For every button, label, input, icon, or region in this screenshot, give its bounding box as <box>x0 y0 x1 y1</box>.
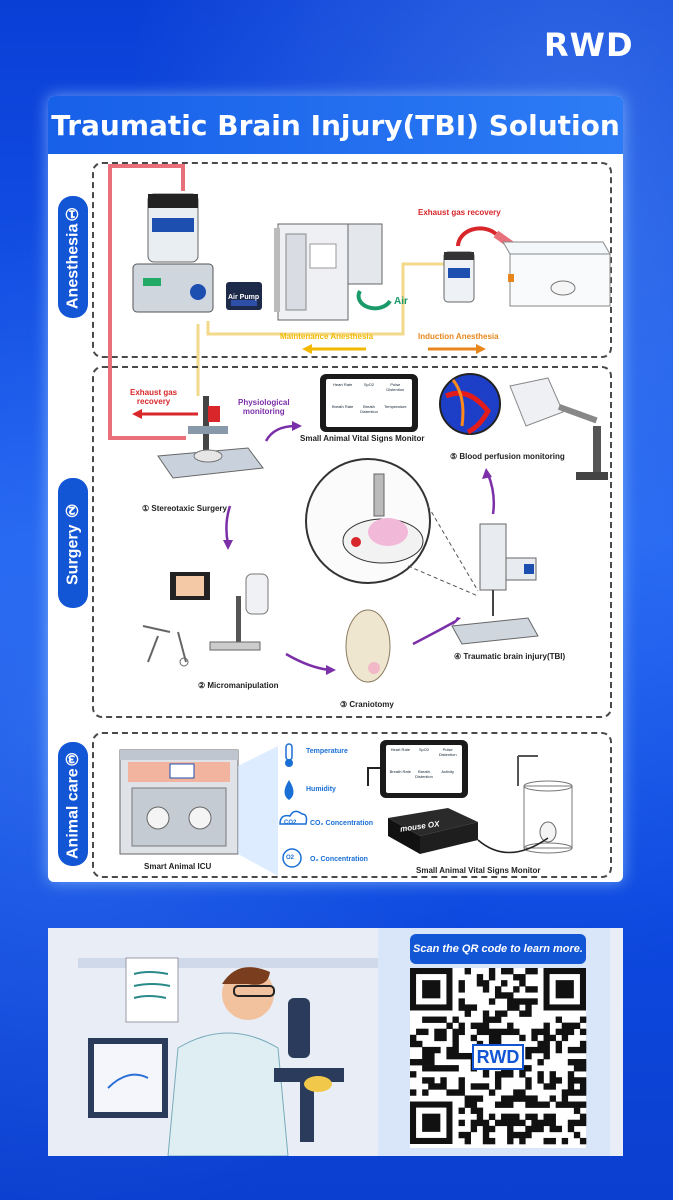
qr-rwd-logo: RWD <box>472 1044 524 1070</box>
solution-card: Traumatic Brain Injury(TBI) Solution Ane… <box>48 96 623 882</box>
exhaust-tube <box>108 164 186 440</box>
rwd-logo: RWD <box>544 26 634 64</box>
micromanipulation-label: ② Micromanipulation <box>198 681 279 690</box>
vaporizer-canister-icon <box>132 193 214 313</box>
physio-line2: monitoring <box>242 407 285 416</box>
monitor-tile: Pulse Distention <box>386 382 405 392</box>
induction-chamber-icon <box>502 241 611 307</box>
o2-icon-text: O2 <box>286 855 295 861</box>
monitor-tiles-care: Heart Rate SpO2 Pulse Distention Breath … <box>389 747 459 789</box>
qr-code-pattern <box>410 968 587 1145</box>
monitor-tile: Activity <box>441 768 454 774</box>
anesthesia-diagram <box>108 164 611 440</box>
icu-label: Smart Animal ICU <box>144 862 212 871</box>
qr-code[interactable]: RWD <box>410 968 587 1148</box>
monitor-tile: Breath Distention <box>415 768 433 779</box>
blood-perfusion-image <box>439 373 501 435</box>
exhaust-gas-label-top: Exhaust gas recovery <box>418 208 501 217</box>
physiological-monitoring-label: Physiological monitoring <box>238 398 290 416</box>
monitor-tile: Heart Rate <box>332 382 353 387</box>
co2-icon <box>279 810 308 825</box>
craniotomy-label: ③ Craniotomy <box>340 700 394 709</box>
anesthesia-machine-icon <box>274 223 383 321</box>
mouse-ox-device-icon <box>388 808 478 854</box>
monitor-title-surgery: Small Animal Vital Signs Monitor <box>300 434 425 443</box>
animal-icu-icon <box>119 749 239 855</box>
monitor-title-care: Small Animal Vital Signs Monitor <box>416 866 541 875</box>
vital-signs-tablet-icon <box>367 740 468 798</box>
perfusion-device-icon <box>509 377 608 480</box>
exhaust-gas-label-surgery: Exhaust gas recovery <box>130 388 177 406</box>
monitor-tile: Breath Rate <box>331 403 354 409</box>
mouse-brain-zoom-icon <box>305 458 431 584</box>
computer-monitor-icon <box>88 1038 168 1118</box>
co2-label: CO₂ Concentration <box>310 820 373 827</box>
monitor-tile: SpO2 <box>418 747 430 752</box>
monitor-tile: SpO2 <box>363 382 375 387</box>
tbi-label: ④ Traumatic brain injury(TBI) <box>454 652 566 661</box>
mouse-cage-icon <box>477 755 573 854</box>
humidity-drop-icon <box>284 780 294 800</box>
o2-icon <box>282 848 302 868</box>
monitor-tile: Breath Rate <box>389 768 411 774</box>
surgical-tools-icon <box>142 625 189 667</box>
microscope-icon <box>274 998 344 1142</box>
vital-signs-monitor-icon <box>320 374 418 432</box>
air-pump-icon <box>226 282 262 310</box>
monitor-tile: Heart Rate <box>390 747 410 752</box>
tbi-impactor-icon <box>451 523 539 645</box>
perfusion-label: ⑤ Blood perfusion monitoring <box>450 452 565 461</box>
scientist-figure-icon <box>167 967 289 1156</box>
monitor-tile: Temperature <box>384 403 407 409</box>
air-arrow <box>356 289 392 311</box>
monitor-tiles-surgery: Heart Rate SpO2 Pulse Distention Breath … <box>330 382 408 424</box>
maintenance-anesthesia-label: Maintenance Anesthesia <box>280 332 374 341</box>
thermometer-icon <box>285 743 293 767</box>
humidity-label: Humidity <box>306 786 336 793</box>
notes-paper-icon <box>125 957 179 1023</box>
induction-anesthesia-label: Induction Anesthesia <box>418 332 499 341</box>
animal-care-diagram <box>119 740 573 876</box>
micromanipulation-microscope-icon <box>170 572 269 651</box>
air-pump-label: Air Pump <box>228 294 260 301</box>
exhaust-arrow-top <box>456 226 498 247</box>
stereotaxic-frame-icon <box>157 396 264 479</box>
temperature-label: Temperature <box>306 748 348 755</box>
animal-care-section <box>92 732 612 878</box>
qr-banner: Scan the QR code to learn more. <box>410 934 586 964</box>
physio-line1: Physiological <box>238 398 290 407</box>
monitor-tile: Pulse Distention <box>438 747 457 757</box>
monitor-tile: Breath Distention <box>360 403 378 414</box>
surgery-diagram <box>132 373 608 683</box>
skull-craniotomy-icon <box>345 609 391 683</box>
page-title: Traumatic Brain Injury(TBI) Solution <box>48 96 623 154</box>
exhaust-gas-line1: Exhaust gas <box>130 388 178 397</box>
anesthesia-section <box>92 162 612 358</box>
surgery-section <box>92 366 612 718</box>
exhaust-gas-line2: recovery <box>136 397 171 406</box>
o2-label: O₂ Concentration <box>310 856 368 863</box>
co2-icon-text: CO2 <box>284 820 297 826</box>
air-label: Air <box>394 296 408 307</box>
stereotaxic-label: ① Stereotaxic Surgery <box>142 504 227 513</box>
filter-canister-icon <box>443 251 475 303</box>
